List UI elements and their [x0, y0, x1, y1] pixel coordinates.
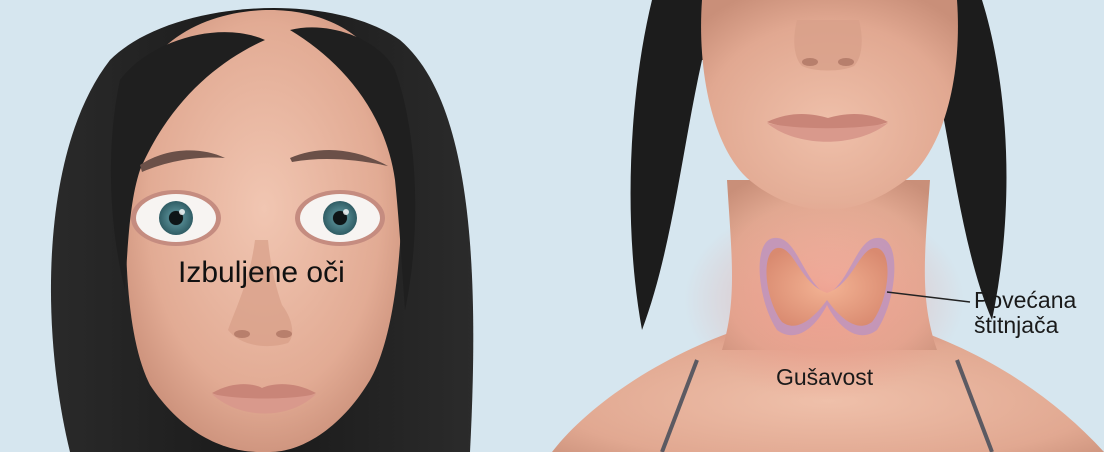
goiter-label: Gušavost [776, 364, 873, 391]
face-illustration-panel [0, 0, 560, 452]
enlarged-thyroid-label-line2: štitnjača [974, 313, 1076, 338]
right-eye [295, 190, 385, 246]
enlarged-thyroid-label: Povećana štitnjača [974, 288, 1076, 338]
protruding-eyes-label: Izbuljene oči [178, 256, 345, 290]
enlarged-thyroid-label-line1: Povećana [974, 288, 1076, 313]
left-eye [131, 190, 221, 246]
face-drawing [0, 0, 560, 452]
